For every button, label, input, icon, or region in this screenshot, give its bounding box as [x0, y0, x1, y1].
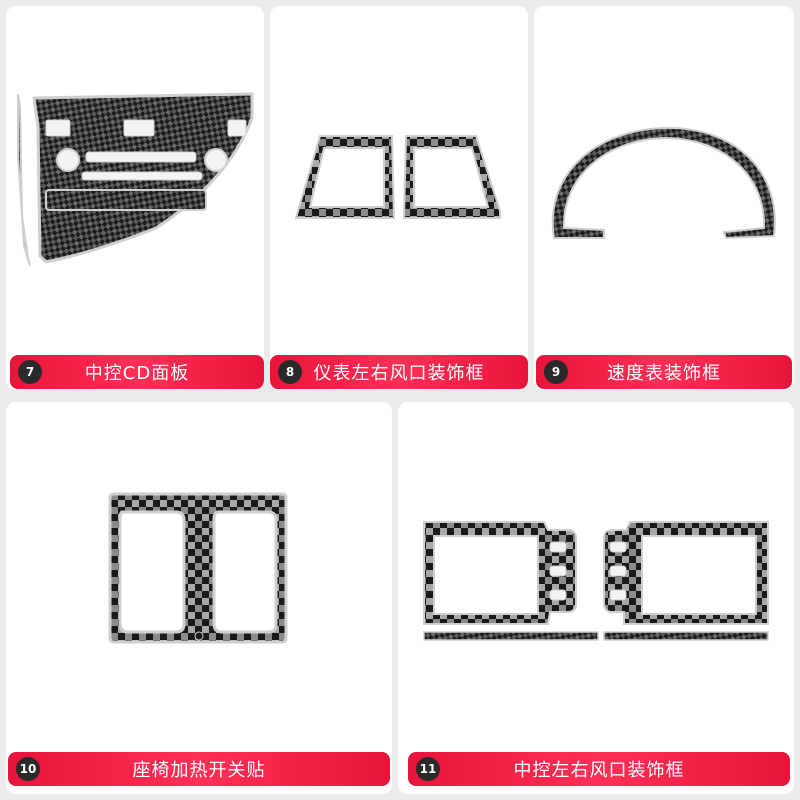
product-label-10: 10 座椅加热开关贴 — [8, 752, 390, 786]
product-number-badge: 8 — [278, 360, 302, 384]
product-label-11: 11 中控左右风口装饰框 — [408, 752, 790, 786]
product-card-8[interactable]: 8 仪表左右风口装饰框 — [270, 6, 528, 390]
product-number-badge: 9 — [544, 360, 568, 384]
product-title: 座椅加热开关贴 — [132, 760, 266, 781]
center-console-vent-frames-image — [423, 521, 769, 641]
product-number-badge: 10 — [16, 757, 40, 781]
product-number-badge: 7 — [18, 360, 42, 384]
product-card-7[interactable]: 7 中控CD面板 — [6, 6, 264, 390]
product-label-9: 9 速度表装饰框 — [536, 355, 792, 389]
product-label-8: 8 仪表左右风口装饰框 — [270, 355, 528, 389]
product-card-9[interactable]: 9 速度表装饰框 — [534, 6, 794, 390]
product-card-10[interactable]: 10 座椅加热开关贴 — [6, 402, 392, 794]
dashboard-vent-frames-image — [294, 135, 501, 219]
center-cd-panel-image — [17, 92, 254, 267]
speedometer-frame-image — [551, 126, 776, 240]
product-card-11[interactable]: 11 中控左右风口装饰框 — [398, 402, 794, 794]
product-title: 中控CD面板 — [84, 363, 190, 384]
product-title: 仪表左右风口装饰框 — [313, 363, 485, 384]
seat-heating-switch-cover-image — [108, 492, 288, 644]
product-number-badge: 11 — [416, 757, 440, 781]
product-title: 速度表装饰框 — [607, 363, 721, 384]
product-title: 中控左右风口装饰框 — [513, 760, 685, 781]
product-label-7: 7 中控CD面板 — [10, 355, 264, 389]
